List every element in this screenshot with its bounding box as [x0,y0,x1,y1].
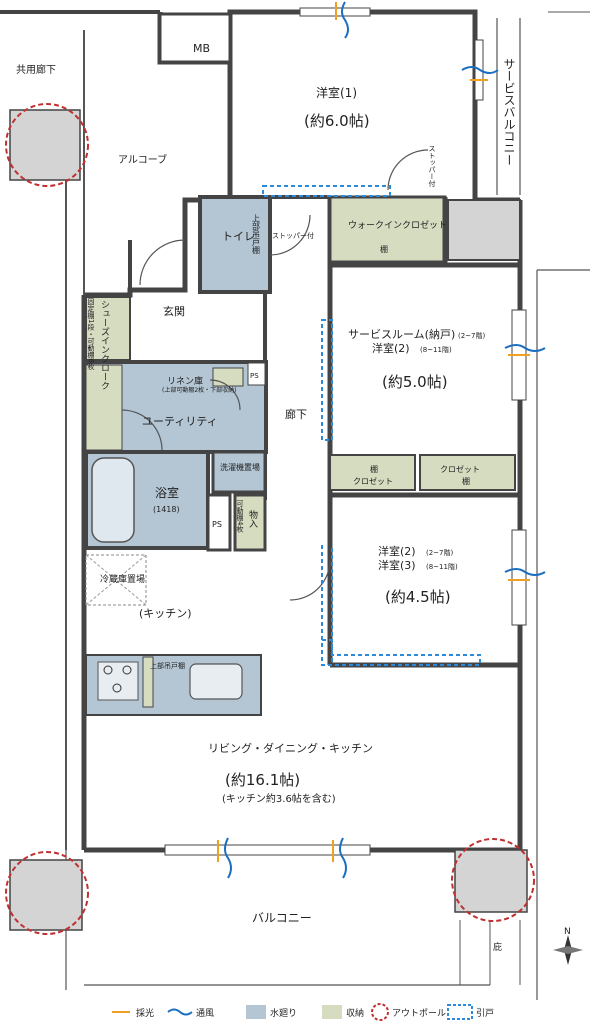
kitchen-upper-label: 上部吊戸棚 [150,661,185,670]
movable-shelf-label: 可動棚4枚 [236,500,244,534]
western23-floors-a: (2~7階) [426,548,454,557]
legend-daylight: 採光 [136,1007,154,1019]
closet-label-left: クロゼット [353,476,393,486]
upper-cabinet-label: 上部吊戸棚 [252,214,261,255]
bath-label: 浴室 [155,485,179,500]
linen-label: リネン庫 [167,375,203,387]
legend-ventilation: 通風 [196,1008,214,1019]
closet-label-right: クロゼット [440,464,480,474]
bath-size: (1418) [153,505,180,514]
legend-storage: 収納 [346,1007,364,1019]
walkin-shelf: 棚 [380,244,388,254]
service-room-alt: 洋室(2) [372,341,410,355]
ldk-note: (キッチン約3.6帖を含む) [222,792,336,805]
toilet-area [198,195,272,294]
compass [553,935,583,965]
western23-floors-b: (8~11階) [426,562,458,571]
linen-note: (上部可動棚2枚・下部収納) [162,386,237,394]
western23-alt1: 洋室(2) [378,544,416,558]
closet-shelf-left: 棚 [370,464,378,474]
walkin-closet [328,195,447,264]
outpoles [5,103,535,935]
service-room-floors-b: (8~11階) [420,345,452,354]
ps-label-2: PS [212,520,222,529]
kitchen-label: (キッチン) [139,607,192,620]
light-ventilation [217,1,546,879]
alcove-label: アルコーブ [118,153,167,166]
fixed-shelf-label: 固定棚1段・可動棚6枚 [87,298,95,371]
north-label: N [564,927,571,937]
stopper-label-2: ストッパー付 [272,231,314,240]
western1-name: 洋室(1) [316,85,357,100]
shoes-closet [85,296,131,361]
ldk-size: (約16.1帖) [225,771,300,789]
fridge-label: 冷蔵庫置場 [100,573,145,585]
corridor-label: 廊下 [285,407,307,421]
sliding-doors [262,185,481,666]
shoes-closet-label: シューズインクローク [99,300,110,390]
balcony-label: バルコニー [252,911,312,925]
closet-shelf-right: 棚 [462,476,470,486]
western23-alt2: 洋室(3) [378,558,416,572]
washer-label: 洗濯機置場 [220,462,260,472]
eaves-label: 庇 [493,941,502,953]
stopper-label-1: ストッパー付 [428,145,436,188]
closet-right [419,454,516,491]
entrance-label: 玄関 [163,304,185,318]
storage-label: 物入 [247,509,258,528]
service-balcony-label: サービスバルコニー [502,58,516,166]
legend-sliding: 引戸 [476,1008,494,1019]
common-corridor-label: 共用廊下 [16,63,56,76]
western23-size: (約4.5帖) [385,588,451,606]
service-room-size: (約5.0帖) [382,373,448,391]
closet-left [329,454,416,491]
legend-marks [112,1003,473,1021]
service-room-floors-a: (2~7階) [458,331,486,340]
ldk-name: リビング・ダイニング・キッチン [208,741,373,755]
utility-label: ユーティリティ [142,415,218,428]
ps-label-1: PS [250,372,259,380]
storage [233,493,267,552]
toilet-label: トイレ [222,230,255,243]
legend-outpole: アウトポール [392,1008,446,1019]
legend-plumbing: 水廻り [270,1007,297,1019]
mb-label: MB [193,42,210,55]
western1-size: (約6.0帖) [304,112,370,130]
walls [0,7,590,1000]
service-room-name: サービスルーム(納戸) [348,328,455,341]
walkin-label: ウォークインクロゼット [348,219,447,231]
